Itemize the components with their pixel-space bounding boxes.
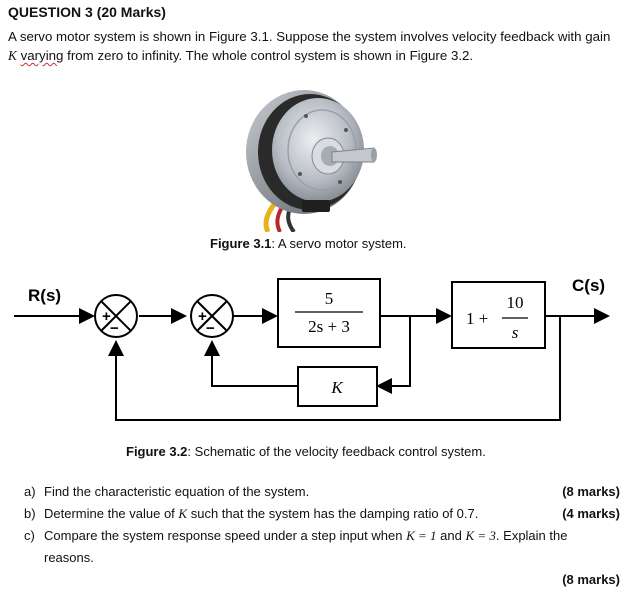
summing-junction-1: + − [94, 294, 138, 338]
sub-question-text-before: Determine the value of [44, 506, 175, 521]
sub-question-line2: reasons. [44, 550, 94, 565]
sub-question-and: and [440, 528, 462, 543]
block-feedback-k: K [297, 366, 378, 407]
block1-numerator: 5 [325, 289, 334, 308]
sub-question-marks: (4 marks) [562, 506, 620, 521]
sub-question-var-k: K [178, 506, 188, 521]
sub-question-marks: (8 marks) [562, 572, 620, 587]
intro-line1: A servo motor system is shown in Figure … [8, 29, 611, 44]
sub-question-text: Find the characteristic equation of the … [44, 484, 310, 499]
block2-one-plus: 1 + [466, 309, 488, 328]
block1-denominator: 2s + 3 [308, 317, 350, 336]
sub-question-label: b) [24, 506, 36, 521]
question-number: QUESTION 3 [8, 4, 93, 20]
block2-denominator: s [512, 323, 519, 342]
input-label: R(s) [28, 286, 61, 305]
sum2-minus: − [206, 320, 215, 337]
summing-junction-2: + − [190, 294, 234, 338]
servo-motor-image [246, 90, 377, 232]
output-label: C(s) [572, 276, 605, 295]
figure2-caption: Figure 3.2: Schematic of the velocity fe… [126, 444, 486, 459]
sum1-plus: + [102, 308, 111, 325]
sub-question-text-before: Compare the system response speed under … [44, 528, 403, 543]
block-controller-tf: 1 + 10 s [451, 281, 546, 349]
block2-numerator: 10 [507, 293, 524, 312]
sub-question-text-after: . Explain the [495, 528, 568, 543]
sub-question-marks: (8 marks) [562, 484, 620, 499]
inner-feedback-return [204, 340, 297, 387]
figure1-caption-text: : A servo motor system. [271, 236, 407, 251]
sum2-plus: + [198, 308, 207, 325]
outer-feedback-path [108, 316, 561, 421]
sub-question-k3: K = 3 [465, 528, 496, 543]
sub-question-label: a) [24, 484, 36, 499]
question-title: QUESTION 3 (20 Marks) [8, 4, 166, 20]
sub-question-c-marks-row: (8 marks) [24, 569, 620, 591]
sub-question-b: b) Determine the value of K such that the… [24, 503, 620, 525]
sub-questions: a) Find the characteristic equation of th… [24, 481, 620, 591]
intro-wavy-word: varying [20, 48, 64, 63]
intro-line2: from zero to infinity. The whole control… [67, 48, 474, 63]
sub-question-k1: K = 1 [406, 528, 437, 543]
block-motor-tf: 5 2s + 3 [277, 278, 381, 348]
figure2-label: Figure 3.2 [126, 444, 188, 459]
feedback-k-label: K [330, 378, 344, 397]
figure2-caption-text: : Schematic of the velocity feedback con… [187, 444, 486, 459]
sub-question-label: c) [24, 528, 35, 543]
figure1-label: Figure 3.1 [210, 236, 272, 251]
inner-feedback-path [376, 316, 411, 394]
block-diagram: + − + − 5 2s + 3 1 + 10 s K R(s) C(s) [14, 276, 610, 421]
intro-paragraph: A servo motor system is shown in Figure … [8, 27, 620, 65]
sub-question-a: a) Find the characteristic equation of th… [24, 481, 620, 503]
intro-var-k: K [8, 48, 17, 63]
question-marks: (20 Marks) [96, 4, 166, 20]
sum1-minus: − [110, 320, 119, 337]
sub-question-text-after: such that the system has the damping rat… [190, 506, 479, 521]
sub-question-c: c) Compare the system response speed unde… [24, 525, 620, 569]
figure1-caption: Figure 3.1: A servo motor system. [210, 236, 407, 251]
